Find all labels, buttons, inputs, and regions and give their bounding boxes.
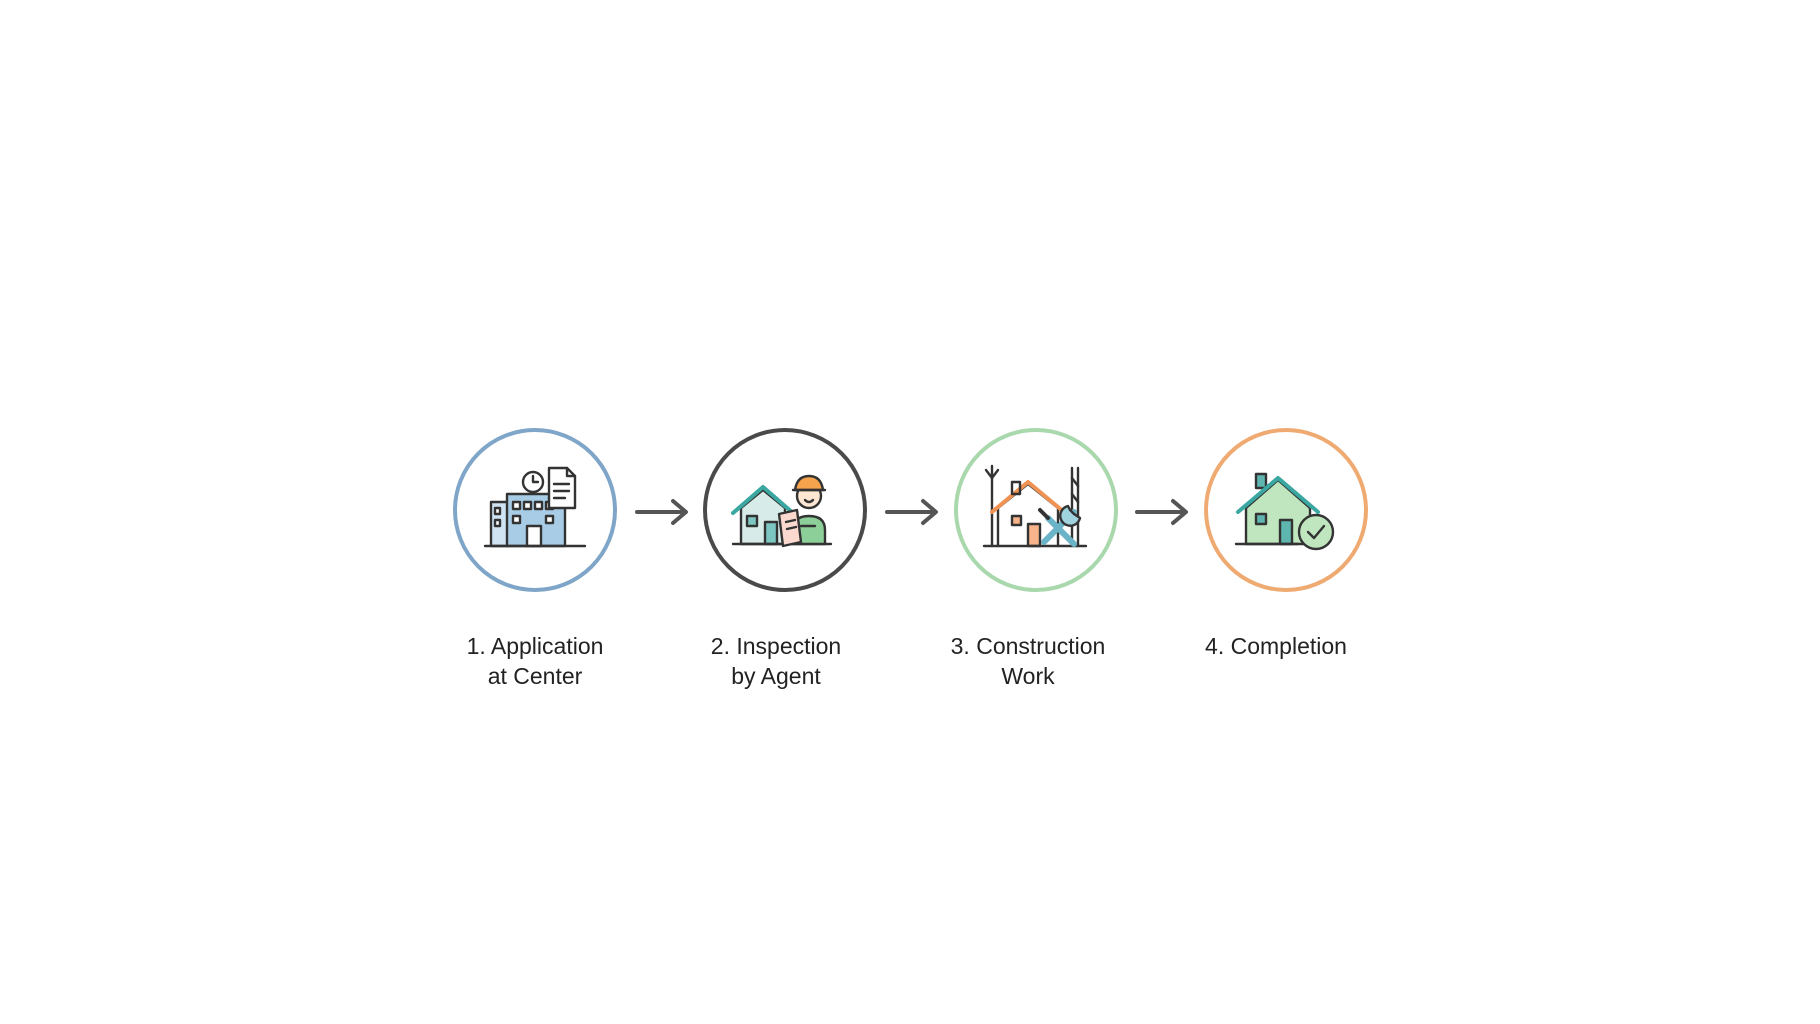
step-3-label: 3. Construction Work xyxy=(908,631,1148,691)
step-1-label: 1. Application at Center xyxy=(415,631,655,691)
step-3-circle xyxy=(954,428,1118,592)
arrow-right-icon xyxy=(1135,499,1188,525)
step-4-title: 4. Completion xyxy=(1205,633,1347,659)
step-2-circle xyxy=(703,428,867,592)
step-1-title: 1. Application xyxy=(466,633,604,659)
step-4-label: 4. Completion xyxy=(1156,631,1396,661)
inspector-house-icon xyxy=(731,474,833,548)
step-2-title: 2. Inspection xyxy=(710,633,842,659)
step-3-subtitle: Work xyxy=(1001,663,1055,689)
step-1-subtitle: at Center xyxy=(487,663,583,689)
step-1-circle xyxy=(453,428,617,592)
house-check-icon xyxy=(1234,472,1335,551)
step-4-circle xyxy=(1204,428,1368,592)
house-tools-icon xyxy=(982,464,1088,548)
office-building-icon xyxy=(483,466,587,548)
arrow-right-icon xyxy=(885,499,938,525)
arrow-right-icon xyxy=(635,499,688,525)
step-2-label: 2. Inspection by Agent xyxy=(656,631,896,691)
step-3-title: 3. Construction xyxy=(950,633,1106,659)
step-2-subtitle: by Agent xyxy=(731,663,821,689)
